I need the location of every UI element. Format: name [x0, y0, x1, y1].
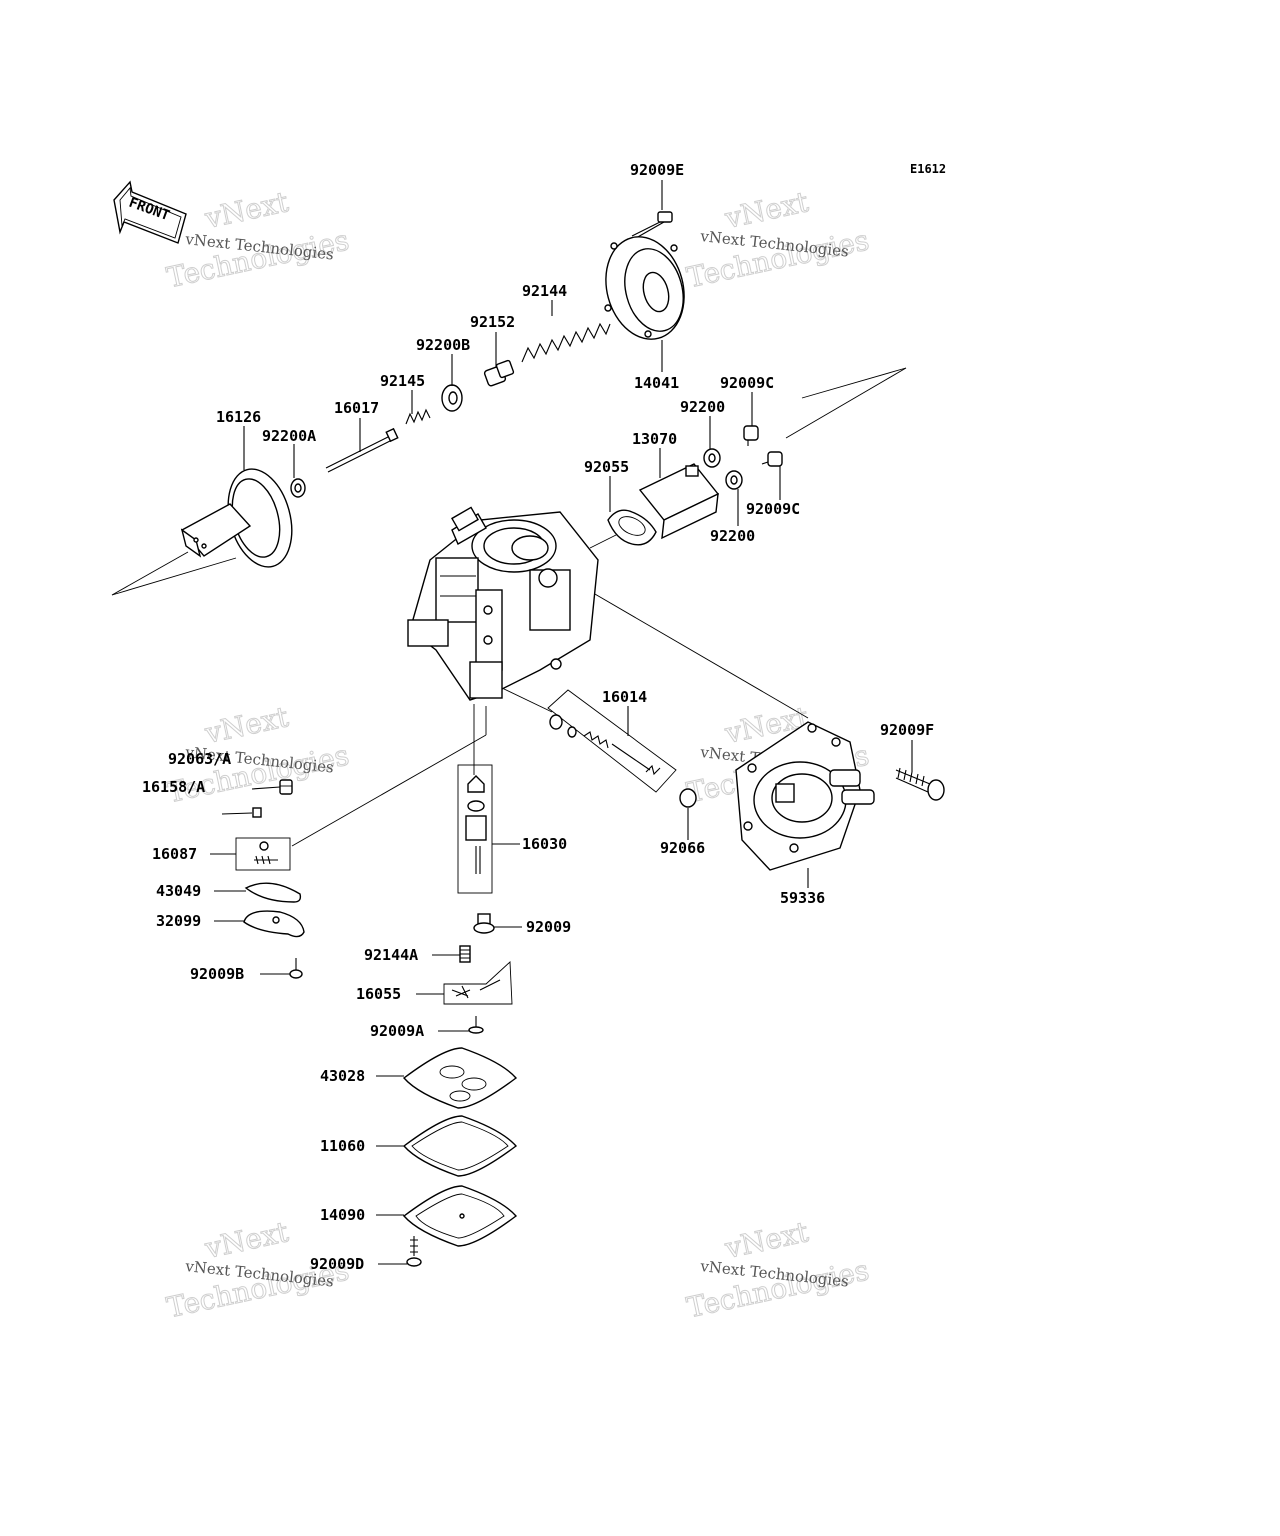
washer-92200B: [441, 384, 463, 412]
screw-92009B: [289, 958, 303, 979]
washer-92200A: [290, 478, 306, 498]
svg-text:vNext: vNext: [201, 700, 292, 750]
svg-text:vNext: vNext: [721, 185, 812, 235]
label-92145: 92145: [380, 372, 425, 390]
assembly-guide-lines: [111, 367, 907, 847]
gasket-11060: [402, 1115, 518, 1177]
label-92009B: 92009B: [190, 965, 244, 983]
label-92009C-bottom: 92009C: [746, 500, 800, 518]
part-number-labels: 92009E 92144 92152 92200B 92145 16017 16…: [142, 161, 934, 1273]
bracket-13070: [638, 463, 720, 540]
diaphragm-16126: [180, 468, 293, 568]
valve-kit-16030: [457, 764, 493, 894]
label-92200A: 92200A: [262, 427, 316, 445]
carburetor-body: [407, 506, 599, 701]
label-43028: 43028: [320, 1067, 365, 1085]
gasket-43049: [244, 882, 302, 903]
label-11060: 11060: [320, 1137, 365, 1155]
plug-16158A: [252, 807, 262, 818]
label-14041: 14041: [634, 374, 679, 392]
bolt-92009E: [631, 211, 673, 239]
label-16158A: 16158/A: [142, 778, 205, 796]
label-14090: 14090: [320, 1206, 365, 1224]
spring-92144: [521, 322, 611, 363]
label-92144A: 92144A: [364, 946, 418, 964]
label-16017: 16017: [334, 399, 379, 417]
screw-92009C-bottom: [761, 451, 783, 467]
label-92009D: 92009D: [310, 1255, 364, 1273]
screw-kit-16087: [235, 837, 291, 871]
label-16126: 16126: [216, 408, 261, 426]
label-92152: 92152: [470, 313, 515, 331]
label-16055: 16055: [356, 985, 401, 1003]
label-16030: 16030: [522, 835, 567, 853]
label-43049: 43049: [156, 882, 201, 900]
label-92066: 92066: [660, 839, 705, 857]
diagram-code: E1612: [910, 162, 946, 176]
cover-14090: [402, 1185, 518, 1247]
pump-59336: [735, 721, 875, 871]
bolt-92009F: [895, 767, 945, 801]
spring-92145: [405, 408, 431, 425]
gasket-92055: [607, 509, 657, 546]
label-92144: 92144: [522, 282, 567, 300]
screw-kit-16055: [443, 961, 513, 1005]
needle-16017: [325, 427, 399, 473]
label-13070: 13070: [632, 430, 677, 448]
label-92009: 92009: [526, 918, 571, 936]
svg-text:vNext: vNext: [201, 185, 292, 235]
label-92009A: 92009A: [370, 1022, 424, 1040]
leader-lines: [210, 180, 913, 1265]
spring-92144A: [459, 945, 471, 963]
cover-14041: [604, 236, 685, 340]
label-16014: 16014: [602, 688, 647, 706]
plug-92063A: [279, 779, 293, 795]
watermark: vNext Technologies vNext Technologies vN…: [163, 185, 872, 1325]
plug-92066: [679, 788, 697, 808]
plate-32099: [243, 910, 305, 938]
label-92063A: 92063/A: [168, 750, 231, 768]
label-59336: 59336: [780, 889, 825, 907]
label-92009E: 92009E: [630, 161, 684, 179]
label-32099: 32099: [156, 912, 201, 930]
jet-92152: [483, 359, 515, 387]
label-16087: 16087: [152, 845, 197, 863]
washer-92200-top: [703, 448, 721, 468]
screw-92009C-top: [743, 425, 759, 446]
label-92200B: 92200B: [416, 336, 470, 354]
needle-kit-16014: [547, 689, 677, 793]
screw-92009D: [406, 1236, 422, 1267]
svg-text:vNext: vNext: [201, 1215, 292, 1265]
svg-text:vNext: vNext: [721, 1215, 812, 1265]
screw-92009A: [468, 1016, 484, 1034]
label-92009F: 92009F: [880, 721, 934, 739]
label-92200-bottom: 92200: [710, 527, 755, 545]
label-92055: 92055: [584, 458, 629, 476]
label-92200-top: 92200: [680, 398, 725, 416]
gasket-43028: [402, 1047, 518, 1109]
label-92009C-top: 92009C: [720, 374, 774, 392]
plug-92009: [473, 913, 495, 934]
washer-92200-bottom: [725, 470, 743, 490]
front-arrow-icon: FRONT: [113, 180, 187, 244]
